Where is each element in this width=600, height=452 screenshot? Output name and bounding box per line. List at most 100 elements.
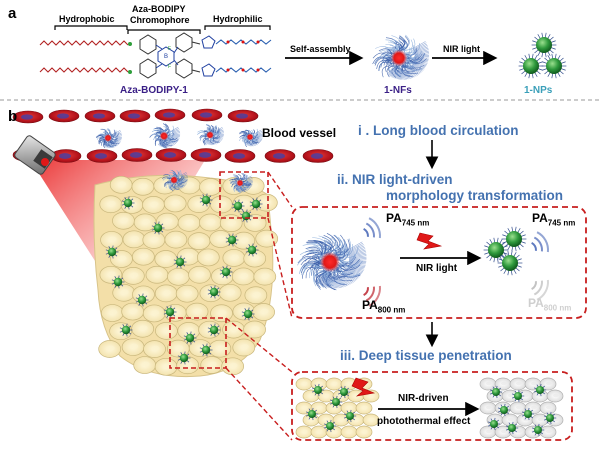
nanoparticle bbox=[490, 385, 503, 399]
nanoparticle bbox=[135, 293, 149, 307]
transformation-detail-box bbox=[291, 206, 587, 319]
nir-lamp-icon bbox=[14, 135, 56, 175]
label-nir-driven: NIR-driven bbox=[398, 393, 449, 404]
step-1: i . Long blood circulation bbox=[358, 123, 519, 138]
nanoparticle bbox=[506, 421, 519, 435]
nanoparticle bbox=[544, 411, 557, 425]
label-blood-vessel: Blood vessel bbox=[262, 126, 337, 140]
nanoparticle bbox=[249, 197, 263, 211]
label-photothermal: photothermal effect bbox=[377, 416, 471, 427]
nanoparticle bbox=[105, 245, 119, 259]
penetration-detail-box bbox=[291, 371, 573, 441]
label-hydrophilic: Hydrophilic bbox=[213, 14, 263, 24]
nanoparticle bbox=[501, 226, 527, 252]
red-blood-cell bbox=[84, 109, 116, 123]
red-blood-cell bbox=[86, 149, 118, 163]
label-hydrophobic: Hydrophobic bbox=[59, 14, 115, 24]
red-blood-cell bbox=[121, 148, 153, 162]
nanoparticle bbox=[241, 307, 255, 321]
nanoparticle bbox=[344, 409, 357, 423]
step-3: iii. Deep tissue penetration bbox=[340, 348, 512, 363]
nanoparticle bbox=[532, 423, 545, 437]
nanoparticle bbox=[338, 385, 351, 399]
nanofiber-aggregate bbox=[149, 123, 181, 149]
red-blood-cell bbox=[48, 109, 80, 123]
lightning-icon-2 bbox=[351, 377, 376, 397]
pa-800-after: PA800 nm bbox=[528, 296, 572, 313]
zoom-box-penetration bbox=[169, 317, 227, 369]
nanoparticle bbox=[512, 389, 525, 403]
svg-text:B: B bbox=[164, 54, 168, 60]
panel-b-scheme bbox=[12, 108, 587, 441]
panel-label-a: a bbox=[8, 5, 17, 22]
pa-800-before: PA800 nm bbox=[362, 298, 406, 315]
nanoparticle bbox=[207, 285, 221, 299]
svg-text:F: F bbox=[168, 46, 171, 52]
label-chromophore-2: Chromophore bbox=[130, 15, 190, 25]
nanoparticle bbox=[306, 407, 319, 421]
red-blood-cell bbox=[302, 149, 334, 163]
nanoparticle bbox=[219, 265, 233, 279]
label-aza-bodipy-1: Aza-BODIPY-1 bbox=[120, 85, 188, 96]
nanoparticle bbox=[119, 323, 133, 337]
nanoparticle bbox=[111, 275, 125, 289]
vessel-nanofibers bbox=[95, 123, 263, 194]
nanoparticle bbox=[199, 343, 213, 357]
red-blood-cell bbox=[119, 109, 151, 123]
nanoparticle bbox=[541, 53, 567, 79]
label-chromophore-1: Aza-BODIPY bbox=[132, 4, 186, 14]
nanoparticle bbox=[488, 417, 501, 431]
label-nir-light-a: NIR light bbox=[443, 44, 480, 54]
label-1-nps: 1-NPs bbox=[524, 85, 553, 96]
nanoparticle bbox=[522, 407, 535, 421]
pa-745-before: PA745 nm bbox=[386, 211, 430, 228]
nanoparticle bbox=[498, 403, 511, 417]
label-nir-light-b: NIR light bbox=[416, 263, 458, 274]
nanoparticle bbox=[231, 199, 245, 213]
nanofiber-aggregate bbox=[95, 127, 122, 149]
nanoparticle bbox=[183, 331, 197, 345]
red-blood-cell bbox=[224, 149, 256, 163]
nanoparticle bbox=[121, 196, 135, 210]
nanofiber-aggregate bbox=[372, 34, 430, 80]
pa-745-after: PA745 nm bbox=[532, 211, 576, 228]
nanoparticle bbox=[163, 305, 177, 319]
red-blood-cell bbox=[155, 148, 187, 162]
nanoparticle bbox=[207, 323, 221, 337]
red-blood-cell bbox=[154, 108, 186, 122]
step-2-line-2: morphology transformation bbox=[386, 188, 564, 203]
panel-label-b: b bbox=[8, 108, 18, 125]
label-self-assembly: Self-assembly bbox=[290, 44, 351, 54]
nanoparticle bbox=[312, 383, 325, 397]
red-blood-cell bbox=[191, 108, 223, 122]
nanoparticle bbox=[518, 53, 544, 79]
red-blood-cell bbox=[12, 110, 44, 124]
lightning-icon bbox=[416, 232, 443, 250]
panel-a-scheme: B F F bbox=[39, 25, 567, 80]
svg-text:F: F bbox=[168, 64, 171, 70]
nanoparticle bbox=[173, 255, 187, 269]
red-blood-cell bbox=[190, 148, 222, 162]
nanoparticle bbox=[330, 395, 343, 409]
nanoparticle bbox=[497, 250, 523, 276]
nanofiber-aggregate bbox=[238, 128, 263, 148]
nanofiber-aggregate bbox=[162, 169, 188, 192]
nanoparticle bbox=[199, 193, 213, 207]
red-blood-cell bbox=[227, 109, 259, 123]
nanofiber-aggregate bbox=[197, 124, 224, 146]
red-blood-cell bbox=[264, 149, 296, 163]
nanofiber-aggregate bbox=[297, 233, 367, 291]
nanoparticle bbox=[245, 243, 259, 257]
nanoparticle bbox=[324, 419, 337, 433]
nanoparticle bbox=[531, 32, 557, 58]
tumor-tissue bbox=[93, 174, 279, 378]
step-2-line-1: ii. NIR light-driven bbox=[337, 172, 453, 187]
nanoparticle bbox=[177, 351, 191, 365]
nanoparticle bbox=[225, 233, 239, 247]
nanoparticle bbox=[483, 237, 509, 263]
label-1-nfs: 1-NFs bbox=[384, 85, 412, 96]
nanoparticle bbox=[151, 221, 165, 235]
nanoparticle bbox=[534, 383, 547, 397]
